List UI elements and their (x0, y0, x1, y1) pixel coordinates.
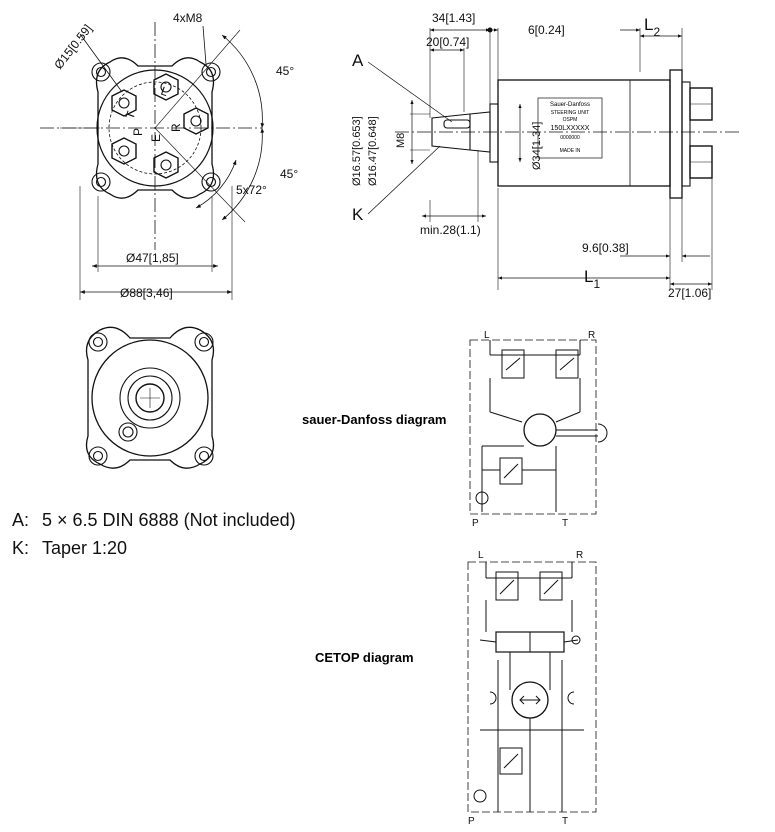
sd-port-r: R (588, 330, 595, 341)
nameplate-brand: Sauer-Danfoss (550, 102, 590, 108)
dim-l2-letter: L (644, 15, 653, 34)
callout-k: K (352, 205, 364, 224)
port-label-r: R (169, 123, 183, 132)
sauer-danfoss-diagram (469, 339, 608, 515)
callout-a: A (352, 51, 364, 70)
cetop-port-r: R (576, 550, 583, 561)
sauer-danfoss-ports: L R P T (472, 330, 595, 529)
dim-pattern: 5x72° (236, 183, 267, 197)
dim-l1-sub: 1 (593, 277, 600, 291)
dim-20: 20[0.74] (426, 35, 469, 49)
dim-d47: Ø47[1,85] (126, 251, 179, 265)
dim-l2: L2 (644, 15, 660, 39)
note-k-key: K: (12, 538, 30, 558)
dim-angle-top: 45° (276, 64, 294, 78)
dim-shaft-a: Ø16.57[0.653] (351, 116, 363, 186)
dim-34-143: 34[1.43] (432, 11, 475, 25)
nameplate-line-1: STEERING UNIT (551, 110, 590, 116)
port-label-p: P (131, 128, 145, 136)
rear-view (85, 326, 215, 469)
dim-d88: Ø88[3,46] (120, 286, 173, 300)
sd-port-t: T (562, 518, 568, 529)
dim-96: 9.6[0.38] (582, 241, 629, 255)
cetop-ports: L R P T (468, 550, 583, 827)
dim-34-134: Ø34[1.34] (531, 122, 543, 170)
dim-27: 27[1.06] (668, 286, 711, 300)
diagram-caption-sauer-danfoss: sauer-Danfoss diagram (302, 412, 447, 427)
dim-l1-letter: L (584, 267, 593, 286)
dim-origin-dot (487, 27, 493, 33)
nameplate-line-5: MADE IN (560, 148, 581, 154)
side-view (367, 28, 742, 290)
sd-port-l: L (484, 330, 490, 341)
note-a: A: 5 × 6.5 DIN 6888 (Not included) (12, 510, 296, 531)
dim-threads: 4xM8 (173, 11, 203, 25)
port-label-l: L (159, 84, 170, 100)
note-a-key: A: (12, 510, 30, 530)
note-k: K: Taper 1:20 (12, 538, 127, 559)
cetop-port-p: P (468, 816, 475, 827)
nameplate-line-2: OSPM (563, 117, 578, 123)
nameplate: Sauer-Danfoss STEERING UNIT OSPM 150LXXX… (550, 102, 590, 154)
note-k-text: Taper 1:20 (42, 538, 128, 558)
diagram-caption-cetop: CETOP diagram (315, 650, 414, 665)
dim-min28: min.28(1.1) (420, 223, 481, 237)
dim-l1: L1 (584, 267, 600, 291)
dim-m8: M8 (395, 133, 407, 148)
cetop-diagram (467, 561, 597, 813)
cetop-port-l: L (478, 550, 484, 561)
port-label-e: E (149, 134, 163, 142)
dim-shaft-b: Ø16.47[0.648] (367, 116, 379, 186)
note-a-text: 5 × 6.5 DIN 6888 (Not included) (42, 510, 296, 530)
front-view-labels: Ø15[0.59] 4xM8 45° 45° 5x72° Ø47[1,85] Ø… (51, 11, 298, 300)
dim-angle-bottom: 45° (280, 167, 298, 181)
nameplate-line-3: 150LXXXXX (551, 125, 590, 132)
side-view-labels: 34[1.43] 6[0.24] 20[0.74] L2 A K Ø16.57[… (351, 11, 711, 300)
nameplate-line-4: 0000000 (560, 135, 580, 141)
cetop-port-t: T (562, 816, 568, 827)
sd-port-p: P (472, 518, 479, 529)
dim-l2-sub: 2 (653, 25, 660, 39)
dim-bore: Ø15[0.59] (51, 22, 94, 72)
dim-6: 6[0.24] (528, 23, 565, 37)
front-view (40, 22, 265, 300)
